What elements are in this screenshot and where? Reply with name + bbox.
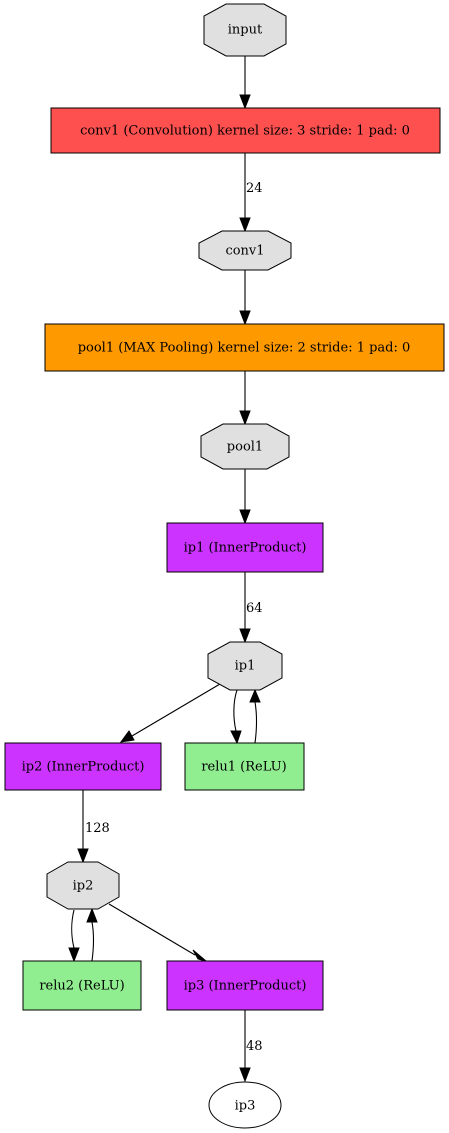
arrowhead-ip1-layer-to-ip1-blob bbox=[239, 628, 251, 644]
arrowhead-conv1-blob-to-pool1-layer bbox=[239, 310, 251, 326]
arrowhead-ip3-layer-to-ip3-blob bbox=[239, 1067, 251, 1083]
edge-relu1-layer-to-ip1-blob bbox=[254, 701, 258, 744]
edge-label-conv1-out: 24 bbox=[246, 181, 263, 196]
edge-ip1-blob-to-ip2-layer bbox=[131, 683, 221, 737]
arrowhead-input-to-conv1-layer bbox=[239, 94, 251, 110]
arrowhead-ip1-blob-to-relu1-layer bbox=[230, 730, 242, 745]
node-label: pool1 bbox=[227, 440, 263, 455]
node-conv1-blob[interactable]: conv1 bbox=[198, 230, 292, 271]
arrowhead-ip2-layer-to-ip2-blob bbox=[77, 848, 89, 864]
node-label: ip3 (InnerProduct) bbox=[184, 979, 307, 994]
node-ip1-layer[interactable]: ip1 (InnerProduct) bbox=[166, 522, 324, 573]
edge-label-ip1-out: 64 bbox=[246, 601, 263, 616]
node-relu1-layer[interactable]: relu1 (ReLU) bbox=[184, 742, 305, 791]
layer-box bbox=[166, 522, 324, 573]
node-ip2-blob[interactable]: ip2 bbox=[46, 861, 120, 910]
blob-octagon bbox=[207, 641, 283, 691]
node-input-blob[interactable]: input bbox=[203, 3, 287, 57]
blob-octagon bbox=[203, 3, 287, 57]
node-label: input bbox=[228, 23, 263, 38]
node-label: pool1 (MAX Pooling) kernel size: 2 strid… bbox=[78, 341, 411, 356]
node-ip3-layer[interactable]: ip3 (InnerProduct) bbox=[166, 960, 324, 1011]
node-label: conv1 bbox=[225, 244, 264, 259]
edge-relu2-layer-to-ip2-blob bbox=[91, 921, 95, 962]
node-conv1-layer[interactable]: conv1 (Convolution) kernel size: 3 strid… bbox=[50, 107, 441, 154]
arrowhead-ip1-blob-to-ip2-layer bbox=[119, 730, 135, 743]
node-label: ip1 (InnerProduct) bbox=[184, 541, 307, 556]
node-label: conv1 (Convolution) kernel size: 3 strid… bbox=[80, 124, 410, 139]
edge-ip2-blob-to-ip3-layer bbox=[108, 903, 196, 956]
node-label: ip2 bbox=[73, 879, 94, 894]
edge-ip1-blob-to-relu1-layer bbox=[233, 689, 238, 732]
layer-box bbox=[44, 323, 445, 372]
node-label: relu2 (ReLU) bbox=[39, 979, 124, 994]
blob-octagon bbox=[200, 423, 290, 470]
arrowhead-conv1-layer-to-conv1-blob bbox=[239, 217, 251, 233]
arrowhead-relu2-layer-to-ip2-blob bbox=[86, 907, 98, 923]
node-relu2-layer[interactable]: relu2 (ReLU) bbox=[22, 960, 142, 1011]
arrowhead-ip2-blob-to-ip3-layer bbox=[192, 949, 207, 962]
arrowhead-ip2-blob-to-relu2-layer bbox=[68, 947, 80, 963]
layer-box bbox=[50, 107, 441, 154]
node-label: relu1 (ReLU) bbox=[201, 760, 286, 775]
node-label: ip3 bbox=[235, 1099, 256, 1114]
edges: 24 64 128 bbox=[68, 56, 263, 1083]
node-label: ip2 (InnerProduct) bbox=[22, 760, 145, 775]
layer-box bbox=[166, 960, 324, 1011]
arrowhead-pool1-layer-to-pool1-blob bbox=[239, 410, 251, 426]
layer-box bbox=[22, 960, 142, 1011]
output-ellipse bbox=[208, 1081, 282, 1129]
edge-label-ip3-out: 48 bbox=[246, 1039, 263, 1054]
layer-box bbox=[184, 742, 305, 791]
node-ip1-blob[interactable]: ip1 bbox=[207, 641, 283, 691]
blob-octagon bbox=[198, 230, 292, 271]
layer-box bbox=[4, 742, 162, 791]
node-ip2-layer[interactable]: ip2 (InnerProduct) bbox=[4, 742, 162, 791]
edge-label-ip2-out: 128 bbox=[85, 821, 110, 836]
edge-ip2-blob-to-relu2-layer bbox=[71, 909, 75, 949]
node-ip3-blob[interactable]: ip3 bbox=[208, 1081, 282, 1129]
blob-octagon bbox=[46, 861, 120, 910]
node-pool1-blob[interactable]: pool1 bbox=[200, 423, 290, 470]
arrowhead-pool1-blob-to-ip1-layer bbox=[239, 509, 251, 525]
arrowhead-relu1-layer-to-ip1-blob bbox=[249, 688, 261, 703]
node-pool1-layer[interactable]: pool1 (MAX Pooling) kernel size: 2 strid… bbox=[44, 323, 445, 372]
node-label: ip1 bbox=[235, 659, 256, 674]
nodes: input conv1 (Convolution) kernel size: 3… bbox=[4, 3, 445, 1129]
